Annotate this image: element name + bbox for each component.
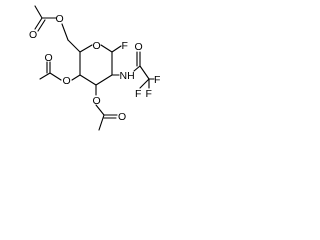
- bond-cacyl-o-double-6b: [37, 19, 46, 32]
- bond-n-ccarbonyl: [133, 65, 141, 72]
- atom-ring-oxygen: O: [93, 40, 101, 52]
- bond-cacyl-methyl-4: [39, 72, 51, 80]
- atom-fluorine-anomeric: F: [122, 40, 128, 52]
- bond-carbonyl-cf3: [139, 65, 150, 80]
- bond-cacyl-o-double-6a: [34, 17, 43, 30]
- atom-acetate3-carbonyl-oxygen: O: [118, 111, 126, 123]
- bond-c1-f: [111, 45, 122, 53]
- bond-c4-o4: [71, 74, 81, 81]
- bond-cacyl-methyl-6: [34, 5, 43, 19]
- bond-c6-o6: [61, 23, 69, 41]
- bond-cacyl-methyl-3: [98, 114, 105, 131]
- atom-amide-carbonyl-oxygen: O: [135, 41, 143, 53]
- atom-acetate6-carbonyl-oxygen: O: [29, 29, 37, 41]
- structure-diagram: O F NH O F F F O O O O O O: [29, 5, 160, 131]
- bond-c5-c6: [67, 39, 81, 53]
- bond-o3-cacyl: [95, 104, 105, 116]
- bond-o4-cacyl: [49, 72, 62, 81]
- bond-cf3-f-bottom-left: [139, 78, 150, 89]
- atom-cf3-fluorine-bottom-right: F: [146, 88, 152, 100]
- atom-acetate6-ether-oxygen: O: [56, 13, 64, 25]
- bond-layer: [34, 5, 155, 131]
- atom-acetate3-ether-oxygen: O: [93, 95, 101, 107]
- atom-label-layer: O F NH O F F F O O O O O O: [29, 13, 160, 123]
- atom-acetate4-ether-oxygen: O: [63, 75, 71, 87]
- bond-o5-c1: [100, 44, 113, 53]
- atom-cf3-fluorine-right: F: [154, 74, 160, 86]
- atom-acetate4-carbonyl-oxygen: O: [45, 52, 53, 64]
- bond-c2-c3: [95, 74, 113, 86]
- bond-c3-c4: [79, 74, 97, 86]
- atom-cf3-fluorine-bottom-left: F: [135, 88, 141, 100]
- bond-c5-o5: [79, 44, 93, 53]
- atom-amide-nitrogen: NH: [120, 70, 135, 82]
